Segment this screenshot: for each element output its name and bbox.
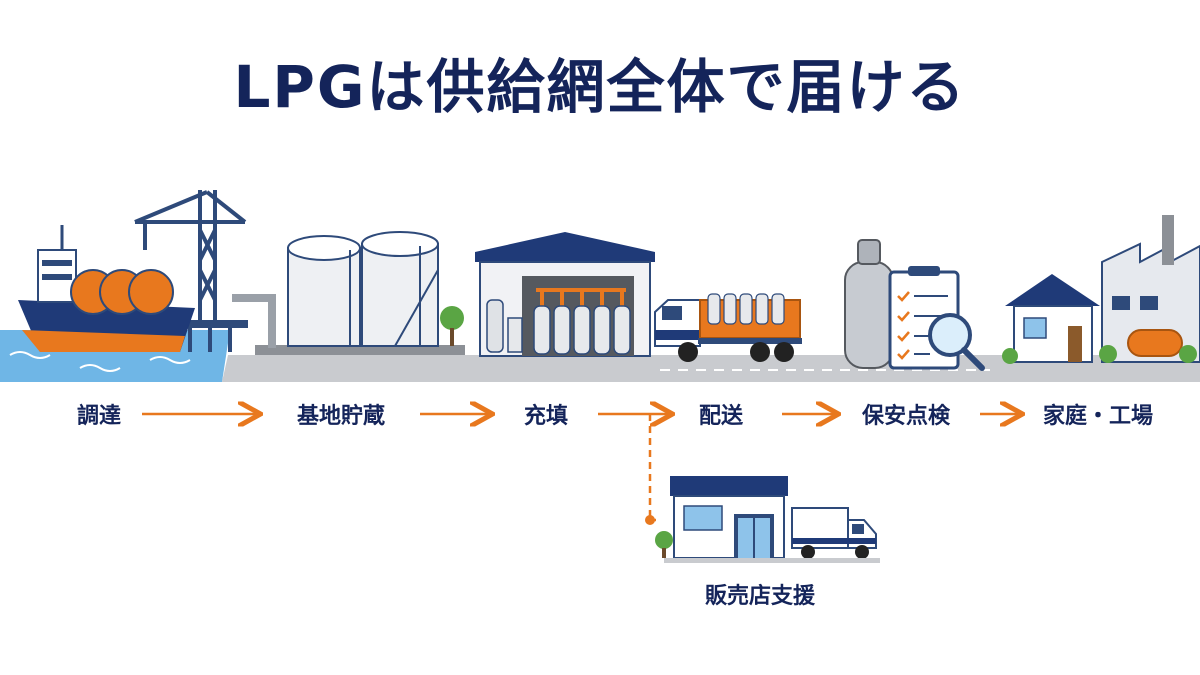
branch-dashed-connector [648, 414, 656, 522]
safety-inspection-icon [844, 239, 985, 371]
page-title: LPGは供給網全体で届ける [233, 53, 967, 121]
stage-label-delivery: 配送 [698, 404, 744, 429]
filling-plant-icon [475, 232, 655, 357]
lpg-tanker-ship-icon [0, 190, 248, 382]
branch-connector-dot [645, 515, 655, 525]
home-and-factory-icon [1002, 215, 1200, 364]
stage-label-terminal-storage: 基地貯蔵 [296, 404, 386, 429]
support-van-icon [791, 507, 877, 559]
stage-label-homes-factories: 家庭・工場 [1042, 404, 1154, 429]
stage-label-safety-inspection: 保安点検 [861, 404, 951, 429]
retail-store-icon [655, 476, 788, 559]
flow-arrows [142, 414, 1020, 525]
stage-label-procurement: 調達 [76, 404, 122, 429]
delivery-truck-icon [654, 293, 802, 362]
storage-tank-icon [232, 231, 465, 355]
stage-label-filling: 充填 [523, 404, 569, 429]
branch-label-retailer-support: 販売店支援 [704, 584, 816, 609]
